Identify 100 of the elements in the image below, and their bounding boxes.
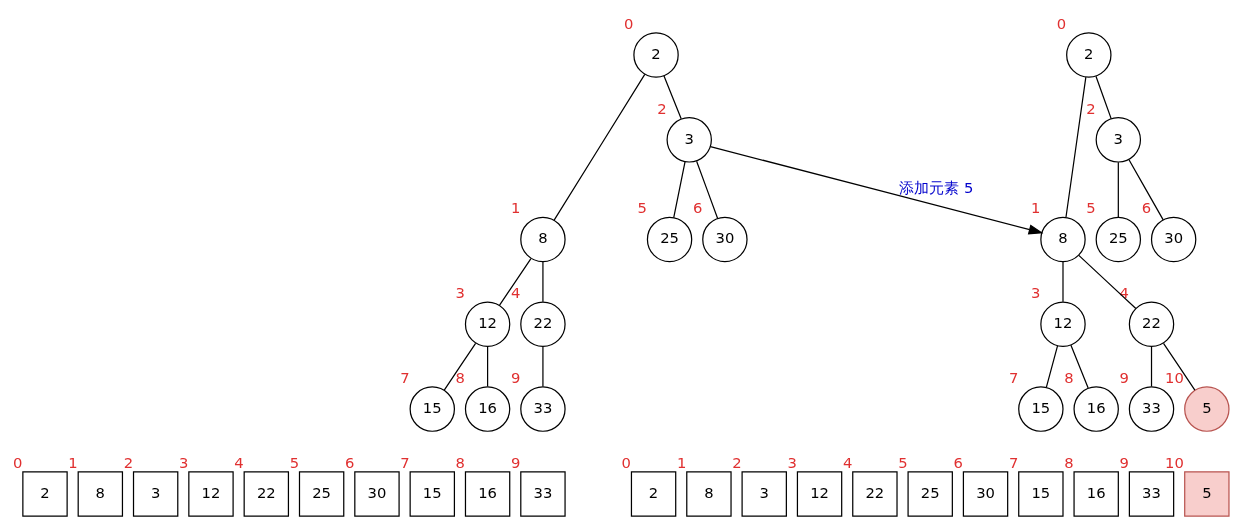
node-label: 2 xyxy=(1086,99,1096,117)
node-label: 8 xyxy=(455,368,466,386)
node-box: 2 xyxy=(630,470,677,517)
node-label: 3 xyxy=(1031,283,1041,301)
node-label: 10 xyxy=(1165,368,1184,386)
node-circle: 5 xyxy=(1184,385,1230,432)
node-label: 6 xyxy=(692,198,703,216)
node-label: 7 xyxy=(1008,368,1019,386)
node-circle: 22 xyxy=(1128,301,1175,347)
node-circle: 8 xyxy=(1040,216,1086,262)
node-box: 22 xyxy=(243,470,290,517)
node-label: 5 xyxy=(637,198,647,216)
connector xyxy=(542,260,544,302)
node-label: 10 xyxy=(1165,453,1184,471)
node-label: 3 xyxy=(455,283,466,301)
node-label: 4 xyxy=(510,283,521,301)
node-label: 5 xyxy=(898,453,908,471)
node-box: 15 xyxy=(1018,470,1064,517)
node-label: 3 xyxy=(787,453,797,471)
connector xyxy=(498,257,532,306)
node-circle: 12 xyxy=(464,301,511,347)
connector xyxy=(1117,161,1119,218)
node-circle: 33 xyxy=(520,385,566,432)
node-box: 8 xyxy=(686,470,732,517)
node-label: 9 xyxy=(1119,453,1129,471)
node-label: 7 xyxy=(400,453,410,471)
node-label: 1 xyxy=(510,198,521,216)
node-circle: 33 xyxy=(1128,385,1175,432)
connector xyxy=(487,345,489,387)
node-circle: 8 xyxy=(520,216,566,262)
node-box: 16 xyxy=(1073,470,1119,517)
node-label: 4 xyxy=(842,453,853,471)
connector xyxy=(696,160,719,219)
node-box: 3 xyxy=(741,470,787,517)
node-label: 6 xyxy=(1141,198,1152,216)
node-label: 0 xyxy=(13,453,23,471)
node-box: 30 xyxy=(354,470,400,517)
node-label: 0 xyxy=(621,453,632,471)
node-label: 0 xyxy=(1056,14,1067,32)
node-label: 5 xyxy=(1086,198,1096,216)
node-circle: 2 xyxy=(633,31,679,78)
node-circle: 16 xyxy=(464,385,511,432)
node-label: 8 xyxy=(1064,368,1074,386)
connector xyxy=(673,160,686,218)
node-box: 12 xyxy=(188,470,234,517)
node-box: 3 xyxy=(132,470,179,517)
node-circle: 2 xyxy=(1066,31,1112,78)
node-label: 7 xyxy=(1008,453,1019,471)
node-label: 3 xyxy=(179,453,189,471)
node-box: 8 xyxy=(77,470,124,517)
node-label: 5 xyxy=(289,453,300,471)
node-box: 30 xyxy=(962,470,1009,517)
connector xyxy=(663,74,682,119)
node-circle: 22 xyxy=(520,301,566,347)
arrow xyxy=(709,145,1044,234)
connector xyxy=(1150,345,1153,387)
node-circle: 12 xyxy=(1040,301,1086,347)
edge-label: 添加元素 5 xyxy=(899,178,974,196)
connector xyxy=(443,342,477,391)
connector xyxy=(1065,76,1087,218)
node-box: 22 xyxy=(852,470,898,517)
node-circle: 25 xyxy=(1095,216,1142,262)
node-label: 9 xyxy=(510,368,521,386)
connector xyxy=(542,345,544,387)
node-label: 2 xyxy=(657,99,667,117)
node-box: 15 xyxy=(409,470,456,517)
connector xyxy=(1062,260,1064,302)
connector xyxy=(1095,75,1112,119)
node-circle: 25 xyxy=(646,216,693,262)
node-label: 4 xyxy=(1119,283,1129,301)
node-circle: 3 xyxy=(666,116,712,163)
node-box: 25 xyxy=(907,470,953,517)
node-circle: 15 xyxy=(1018,385,1064,432)
node-box: 16 xyxy=(464,470,511,517)
node-label: 0 xyxy=(624,14,634,32)
node-label: 2 xyxy=(732,453,742,471)
node-label: 6 xyxy=(344,453,355,471)
node-circle: 3 xyxy=(1095,116,1142,163)
node-circle: 16 xyxy=(1073,385,1119,432)
node-circle: 30 xyxy=(1150,216,1197,262)
node-label: 4 xyxy=(234,453,244,471)
node-circle: 30 xyxy=(702,216,748,262)
node-box: 33 xyxy=(520,470,566,517)
node-box: 25 xyxy=(298,470,345,517)
connector xyxy=(1045,344,1059,388)
node-box: 33 xyxy=(1128,470,1175,517)
connector xyxy=(553,73,646,221)
connector xyxy=(1078,254,1137,309)
node-label: 2 xyxy=(123,453,134,471)
connector xyxy=(1162,342,1196,391)
node-label: 7 xyxy=(400,368,410,386)
node-label: 9 xyxy=(510,453,521,471)
node-label: 1 xyxy=(676,453,687,471)
node-label: 8 xyxy=(455,453,466,471)
node-circle: 15 xyxy=(409,385,456,432)
node-box: 12 xyxy=(796,470,843,517)
node-box: 2 xyxy=(22,470,68,517)
connector xyxy=(1128,158,1164,220)
node-label: 6 xyxy=(953,453,963,471)
node-box: 5 xyxy=(1184,470,1230,517)
